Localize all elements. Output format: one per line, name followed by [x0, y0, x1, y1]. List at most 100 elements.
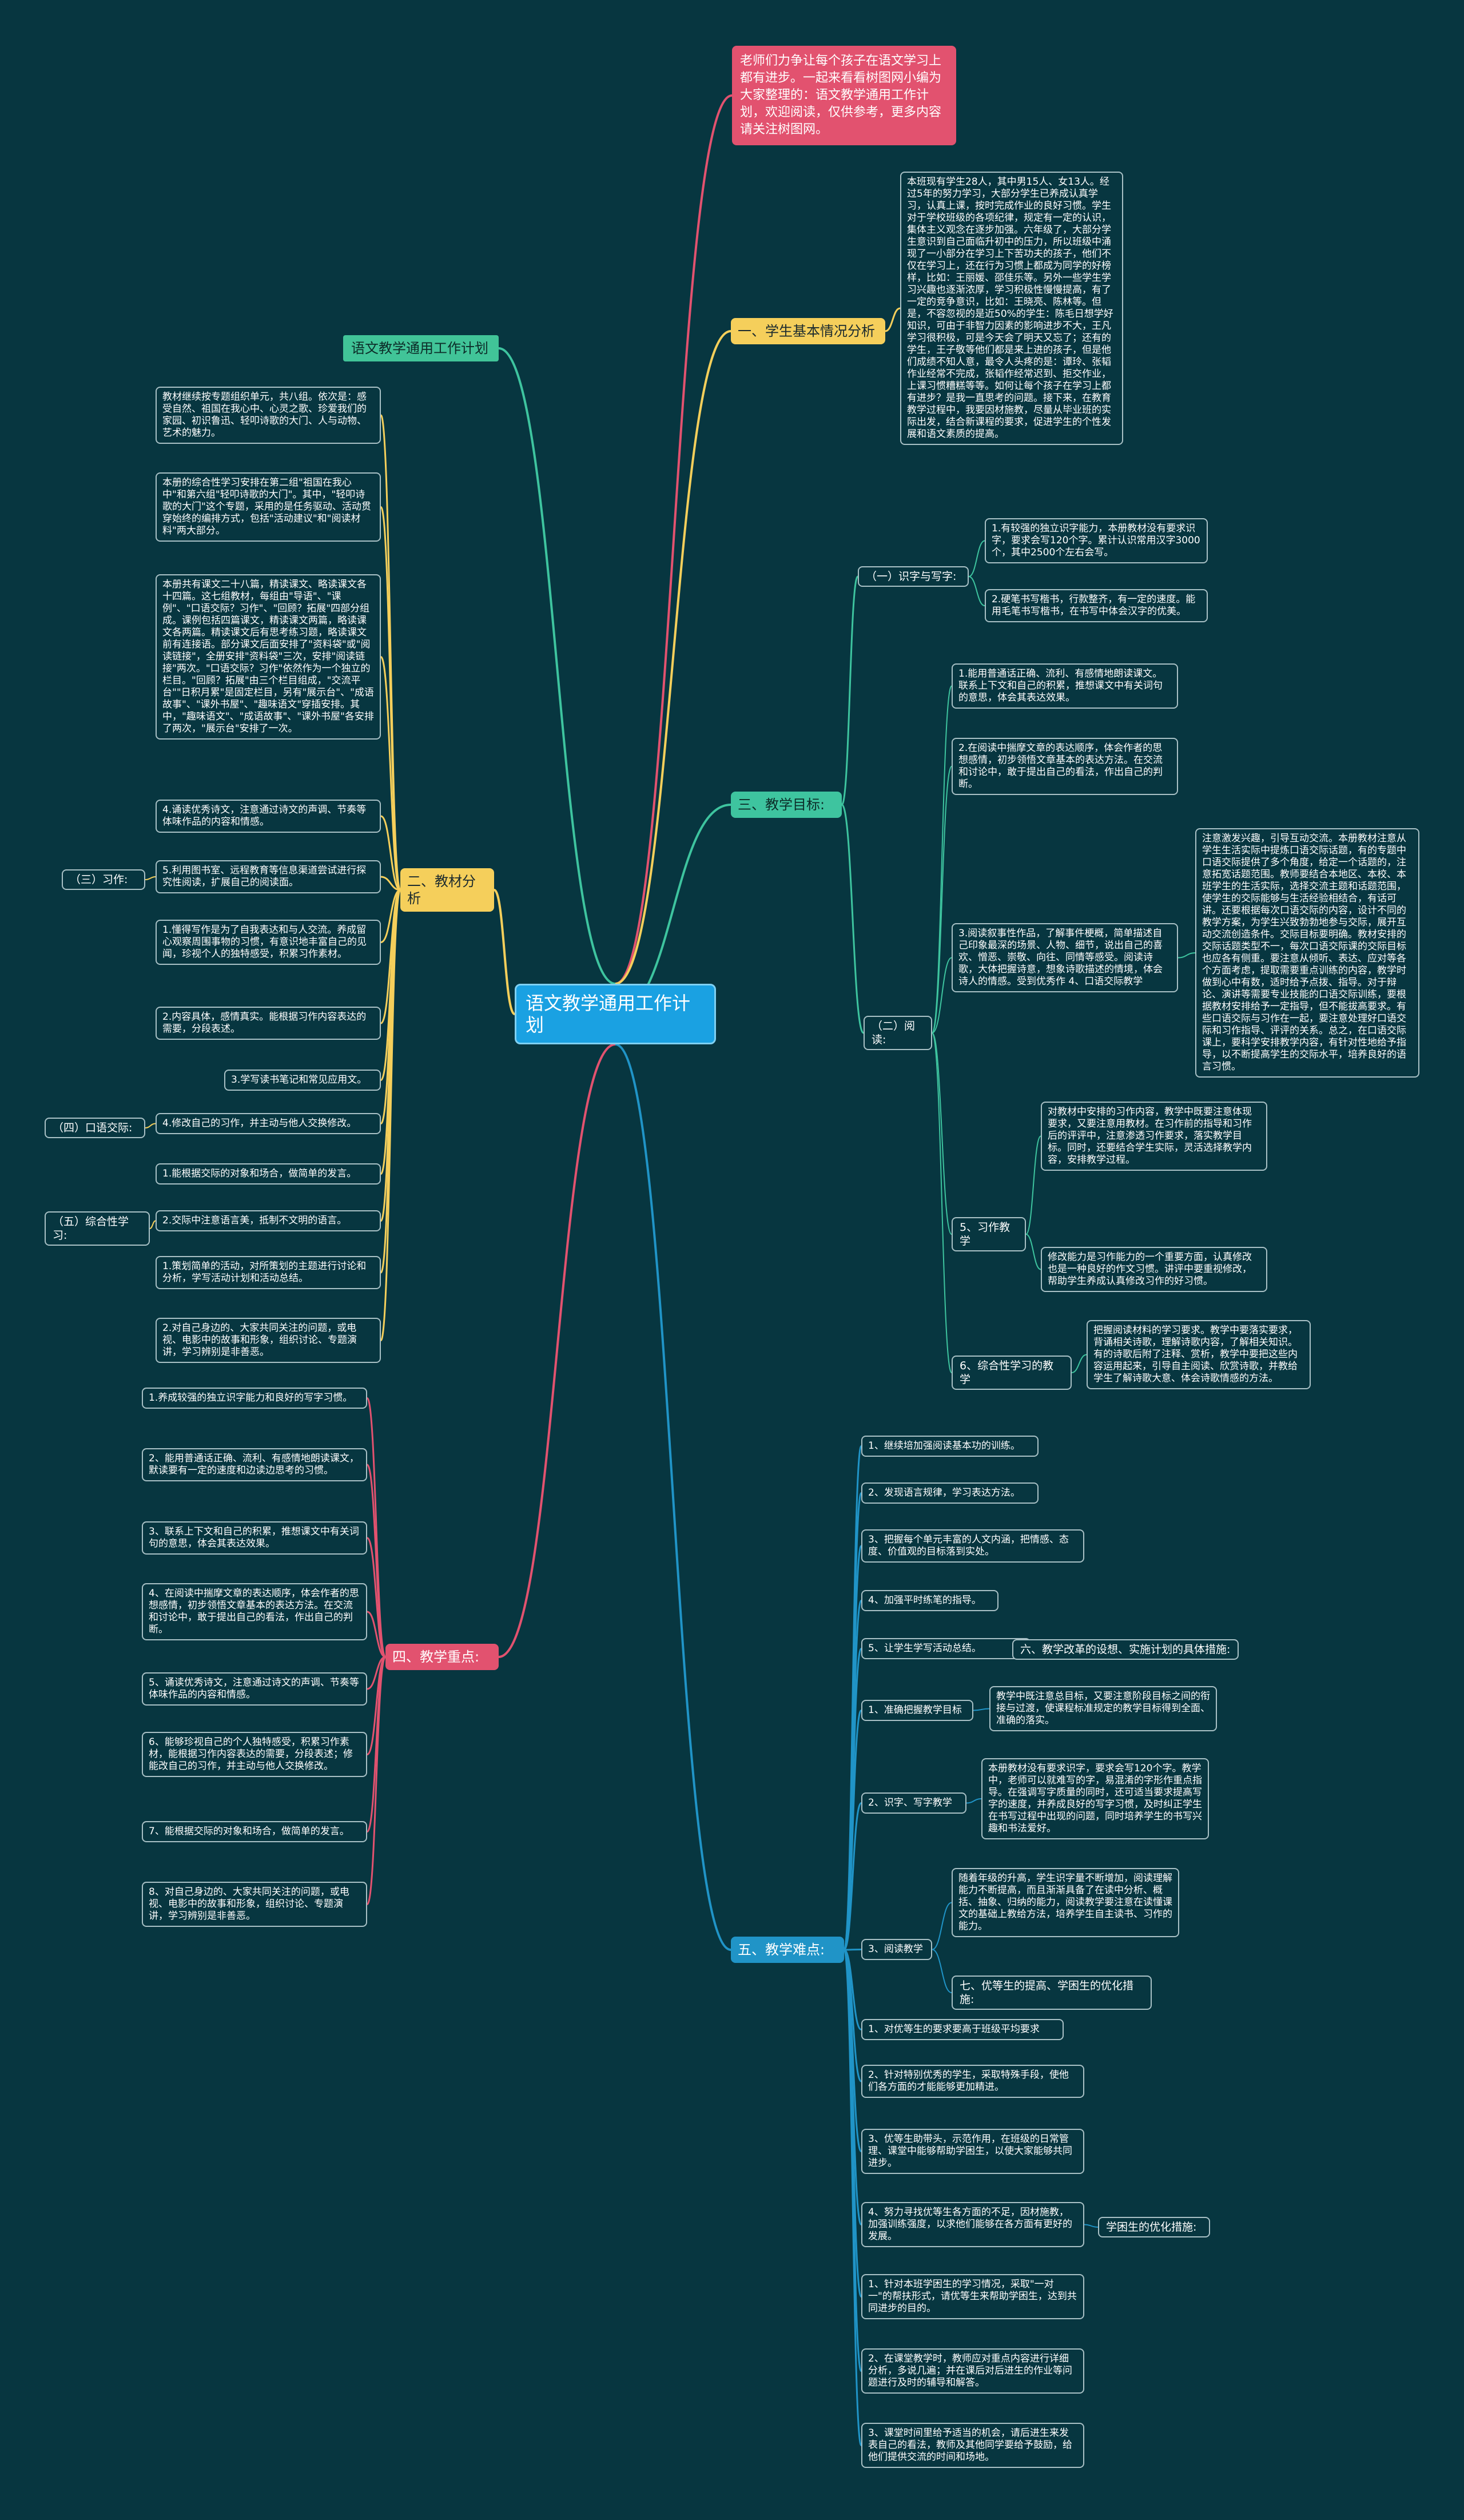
key-point-item: 6、能够珍视自己的个人独特感受，积累习作素材，能根据习作内容表达的需要，分段表述…	[142, 1732, 367, 1777]
reading-text: 随着年级的升高，学生识字量不断增加，阅读理解能力不断提高，而且渐渐具备了在读中分…	[952, 1868, 1179, 1937]
reform-plan[interactable]: 六、教学改革的设想、实施计划的具体措施:	[1012, 1639, 1239, 1660]
difficulty-item: 2、发现语言规律，学习表达方法。	[861, 1482, 1039, 1504]
key-point-item: 4、在阅读中揣摩文章的表达顺序，体会作者的思想感情，初步领悟文章基本的表达方法。…	[142, 1583, 367, 1640]
connector	[932, 1032, 952, 1235]
key-point-item: 3、联系上下文和自己的积累，推想课文中有关词句的意思，体会其表达效果。	[142, 1521, 367, 1555]
connector	[1025, 1234, 1041, 1270]
connector	[932, 1902, 952, 1950]
textbook-item: 1.策划简单的活动，对所策划的主题进行讨论和分析，学写活动计划和活动总结。	[156, 1256, 381, 1289]
textbook-item: 4.修改自己的习作，并主动与他人交换修改。	[156, 1113, 381, 1134]
connector	[615, 804, 731, 1015]
comprehensive-teaching[interactable]: 6、综合性学习的教学	[952, 1356, 1072, 1390]
oral-teaching-text: 注意激发兴趣，引导互动交流。本册教材注意从学生生活实际中提炼口语交际话题，有的专…	[1195, 828, 1419, 1078]
connector	[968, 576, 985, 606]
connector	[380, 876, 401, 891]
difficulty-item: 2、识字、写字教学	[861, 1792, 966, 1814]
connector	[932, 957, 952, 1034]
connector	[932, 685, 952, 1034]
connector	[367, 1611, 386, 1658]
connector	[973, 1708, 990, 1711]
connector	[493, 889, 516, 1015]
connector	[380, 889, 401, 943]
textbook-item: 教材继续按专题组织单元，共八组。依次是：感受自然、祖国在我心中、心灵之歌、珍爱我…	[156, 387, 381, 444]
writing-teaching-item: 修改能力是习作能力的一个重要方面，认真修改也是一种良好的作文习惯。讲评中要重视修…	[1041, 1247, 1267, 1292]
difficulty-item: 4、努力寻找优等生各方面的不足，因材施教，加强训练强度，以求他们能够在各方面有更…	[861, 2202, 1084, 2247]
connector	[380, 656, 401, 891]
difficulty-item: 1、对优等生的要求要高于班级平均要求	[861, 2019, 1064, 2040]
difficulty-item: 2、在课堂教学时，教师应对重点内容进行详细分析，多说几遍；并在课后对后进生的作业…	[861, 2348, 1084, 2394]
key-point-item: 7、能根据交际的对象和场合，做简单的发言。	[142, 1821, 367, 1842]
section-teaching-goals[interactable]: 三、教学目标:	[731, 792, 842, 818]
floating-title: 语文教学通用工作计划	[343, 335, 499, 361]
textbook-item: 2.对自己身边的、大家共同关注的问题，或电视、电影中的故事和形象，组织讨论、专题…	[156, 1318, 381, 1363]
connector	[843, 1802, 862, 1951]
goal-literacy[interactable]: （一）识字与写字:	[858, 566, 969, 587]
comprehensive-teaching-text: 把握阅读材料的学习要求。教学中要落实要求，背诵相关诗歌，理解诗歌内容，了解相关知…	[1087, 1320, 1311, 1389]
difficulty-item: 2、针对特别优秀的学生，采取特殊手段，使他们各方面的才能能够更加精进。	[861, 2065, 1084, 2098]
difficulty-item: 1、针对本班学困生的学习情况，采取"一对一"的帮扶形式，请优等生来帮助学困生，达…	[861, 2274, 1084, 2319]
tag-oral[interactable]: （四）口语交际:	[45, 1118, 145, 1138]
section-student-analysis[interactable]: 一、学生基本情况分析	[731, 318, 885, 344]
key-point-item: 1.养成较强的独立识字能力和良好的写字习惯。	[142, 1388, 367, 1409]
connector	[380, 889, 401, 1341]
difficulty-item: 3、把握每个单元丰富的人文内涵，把情感、态度、价值观的目标落到实处。	[861, 1529, 1084, 1563]
goal-reading-item: 1.能用普通话正确、流利、有感情地朗读课文。联系上下文和自己的积累，推想课文中有…	[952, 663, 1178, 709]
connector	[145, 1123, 156, 1128]
section-textbook-analysis[interactable]: 二、教材分析	[400, 868, 494, 912]
goal-reading-item: 2.在阅读中揣摩文章的表达顺序，体会作者的思想感情，初步领悟文章基本的表达方法。…	[952, 738, 1178, 795]
difficulty-item: 5、让学生学写活动总结。	[861, 1638, 1031, 1659]
weak-students-plan[interactable]: 学困生的优化措施:	[1098, 2217, 1210, 2237]
connector	[367, 1656, 386, 1690]
difficulty-item: 4、加强平时练笔的指导。	[861, 1590, 998, 1611]
writing-teaching-item: 对教材中安排的习作内容，教学中既要注意体现要求，又要注意用教材。在习作前的指导和…	[1041, 1102, 1267, 1171]
connector	[366, 1464, 387, 1658]
connector	[1084, 2224, 1099, 2228]
student-analysis-text: 本班现有学生28人，其中男15人、女13人。经过5年的努力学习，大部分学生已养成…	[900, 172, 1123, 445]
connector	[145, 876, 156, 880]
connector	[366, 1537, 387, 1658]
key-point-item: 2、能用普通话正确、流利、有感情地朗读课文，默读要有一定的速度和边读边思考的习惯…	[142, 1448, 367, 1481]
connector	[932, 1032, 952, 1373]
textbook-item: 本册的综合性学习安排在第二组"祖国在我心中"和第六组"轻叩诗歌的大门"。其中，"…	[156, 472, 381, 542]
textbook-item: 1.懂得写作是为了自我表达和与人交流。养成留心观察周围事物的习惯，有意识地丰富自…	[156, 920, 381, 965]
connector	[498, 347, 616, 985]
goal-reading-item: 3.阅读叙事性作品，了解事件梗概，简单描述自己印象最深的场景、人物、细节，说出自…	[952, 923, 1178, 992]
textbook-item: 3.学写读书笔记和常见应用文。	[224, 1070, 381, 1091]
connector	[366, 1656, 387, 1905]
tag-comprehensive[interactable]: （五）综合性学习:	[45, 1211, 150, 1246]
textbook-item: 2.交际中注意语言美，抵制不文明的语言。	[156, 1210, 381, 1231]
connector	[932, 766, 952, 1034]
target-text: 教学中既注意总目标，又要注意阶段目标之间的衔接与过渡，使课程标准规定的教学目标得…	[989, 1686, 1217, 1731]
connector	[615, 330, 731, 985]
textbook-item: 本册共有课文二十八篇，精读课文、略读课文各十四篇。这七组教材，每组由"导语"、"…	[156, 574, 381, 740]
connector	[366, 1397, 387, 1658]
connector	[380, 506, 401, 891]
goal-reading[interactable]: （二）阅读:	[864, 1016, 932, 1050]
connector	[615, 94, 733, 985]
difficulty-item: 3、阅读教学	[861, 1939, 932, 1960]
connector	[843, 1949, 862, 2446]
section-difficulties[interactable]: 五、教学难点:	[731, 1937, 844, 1963]
tag-writing[interactable]: （三）习作:	[62, 869, 145, 890]
excellent-students-plan[interactable]: 七、优等生的提高、学困生的优化措施:	[952, 1976, 1152, 2010]
connector	[966, 1798, 982, 1804]
section-key-points[interactable]: 四、教学重点:	[385, 1644, 499, 1670]
connector	[968, 540, 985, 577]
difficulty-item: 3、课堂时间里给予适当的机会，请后进生来发表自己的看法，教师及其他同学要给予鼓励…	[861, 2423, 1084, 2468]
connector	[615, 1043, 731, 1951]
difficulty-item: 1、继续培加强阅读基本功的训练。	[861, 1436, 1039, 1457]
connector	[885, 307, 901, 332]
textbook-item: 4.诵读优秀诗文，注意通过诗文的声调、节奏等体味作品的内容和情感。	[156, 800, 381, 833]
difficulty-item: 1、准确把握教学目标	[861, 1700, 973, 1721]
writing-teaching[interactable]: 5、习作教学	[952, 1217, 1026, 1251]
connector	[498, 1043, 616, 1658]
textbook-item: 1.能根据交际的对象和场合，做简单的发言。	[156, 1163, 381, 1185]
connector	[1071, 1354, 1087, 1373]
connector	[841, 804, 865, 1034]
literacy-text: 本册教材没有要求识字，要求会写120个字。教学中，老师可以就难写的字，易混淆的字…	[981, 1758, 1209, 1839]
connector	[366, 1656, 387, 1833]
goal-literacy-item: 2.硬笔书写楷书，行款整齐，有一定的速度。能用毛笔书写楷书，在书写中体会汉字的优…	[985, 589, 1208, 622]
root-node[interactable]: 语文教学通用工作计划	[515, 984, 716, 1044]
connector	[380, 815, 401, 891]
